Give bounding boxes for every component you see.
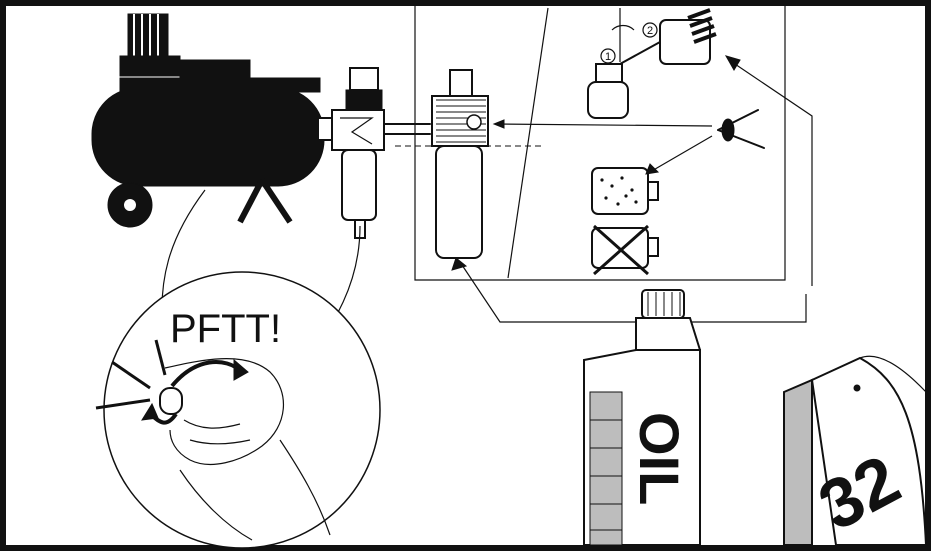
- adjust-knob: [659, 19, 711, 65]
- inset-diagonal: [507, 7, 549, 279]
- callout-circle: [103, 271, 381, 549]
- hand-icon: [164, 358, 284, 465]
- sight-dome: [587, 81, 629, 119]
- adjuster-detail: 1 2: [587, 8, 717, 119]
- compressor-tank: [91, 87, 325, 187]
- oil-label: OIL: [628, 412, 691, 505]
- step-two-label: 2: [647, 25, 653, 37]
- step-one-label: 1: [605, 51, 611, 63]
- oil-bottle-icon: OIL: [583, 289, 701, 546]
- filter-regulator-icon: [331, 67, 385, 239]
- filter-bowl: [341, 149, 377, 221]
- compressor-leg: [237, 178, 265, 224]
- lubricator-icon: [395, 69, 545, 259]
- lubricator-bowl: [435, 145, 483, 259]
- eye-icon: [717, 109, 765, 149]
- step-two-marker: [642, 22, 658, 38]
- wrong-oil-drop-icon: [591, 224, 659, 276]
- calendar-page: [810, 356, 928, 546]
- compressor-icon: [91, 13, 431, 228]
- drain-callout: PFTT!: [95, 189, 381, 549]
- calendar-icon: 32: [783, 355, 928, 546]
- pftt-sound-label: PFTT!: [170, 307, 281, 351]
- correct-oil-drop-icon: [591, 167, 659, 215]
- inset-box: [414, 6, 786, 281]
- drain-valve-closeup: [159, 387, 183, 415]
